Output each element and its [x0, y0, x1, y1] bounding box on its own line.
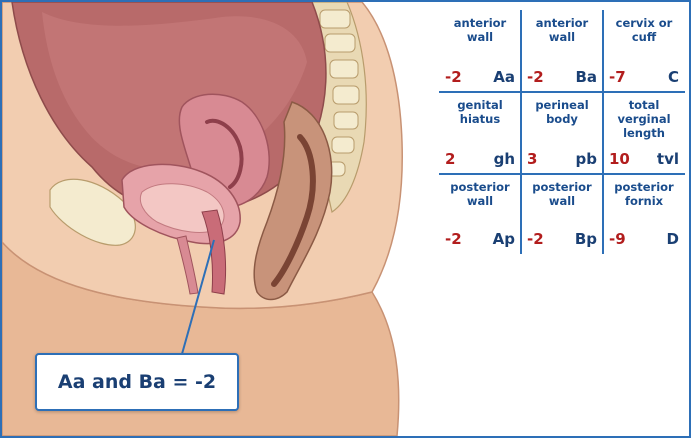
cell-code: Aa [493, 68, 515, 86]
cell-code: C [667, 68, 679, 86]
cell-code: Ba [575, 68, 597, 86]
rectum [253, 101, 333, 301]
cell-d: posterior fornix -9 D [603, 174, 685, 254]
cell-label: anterior wall [453, 16, 507, 44]
grid-divider-vertical [520, 10, 522, 254]
rectal-lumen [271, 134, 316, 287]
cell-label: total verginal length [617, 98, 671, 140]
cell-value: 2 [445, 150, 456, 168]
cell-label: genital hiatus [457, 98, 503, 126]
cell-label: posterior wall [450, 180, 510, 208]
urethra [176, 235, 199, 295]
cell-value: -9 [609, 230, 626, 248]
cell-c: cervix or cuff -7 C [603, 10, 685, 92]
cell-ba: anterior wall -2 Ba [521, 10, 603, 92]
cell-value: -2 [527, 68, 544, 86]
cell-value: -2 [527, 230, 544, 248]
vaginal-canal [201, 209, 227, 295]
cell-code: tvl [656, 150, 679, 168]
cell-bp: posterior wall -2 Bp [521, 174, 603, 254]
cell-pb: perineal body 3 pb [521, 92, 603, 174]
cell-ap: posterior wall -2 Ap [439, 174, 521, 254]
cell-value: -2 [445, 230, 462, 248]
callout-box: Aa and Ba = -2 [35, 353, 239, 411]
grid-divider-horizontal [439, 173, 685, 175]
cell-code: D [666, 230, 679, 248]
cell-value: -7 [609, 68, 626, 86]
cell-label: anterior wall [535, 16, 589, 44]
cell-code: Bp [574, 230, 597, 248]
cell-code: gh [493, 150, 515, 168]
cell-code: Ap [492, 230, 515, 248]
cell-aa: anterior wall -2 Aa [439, 10, 521, 92]
uterine-cavity [205, 118, 244, 189]
popq-grid: anterior wall -2 Aa anterior wall -2 Ba … [439, 10, 685, 254]
cell-label: cervix or cuff [615, 16, 673, 44]
pubic-bone [49, 178, 136, 246]
cell-code: pb [575, 150, 597, 168]
cell-value: 10 [609, 150, 630, 168]
cell-value: -2 [445, 68, 462, 86]
cell-gh: genital hiatus 2 gh [439, 92, 521, 174]
pelvic-anatomy-illustration [2, 2, 403, 436]
grid-divider-vertical [602, 10, 604, 254]
cell-label: posterior fornix [614, 180, 674, 208]
callout-pointer-line [181, 239, 215, 355]
cell-label: posterior wall [532, 180, 592, 208]
cell-value: 3 [527, 150, 538, 168]
cell-label: perineal body [535, 98, 589, 126]
grid-divider-horizontal [439, 91, 685, 93]
cell-tvl: total verginal length 10 tvl [603, 92, 685, 174]
